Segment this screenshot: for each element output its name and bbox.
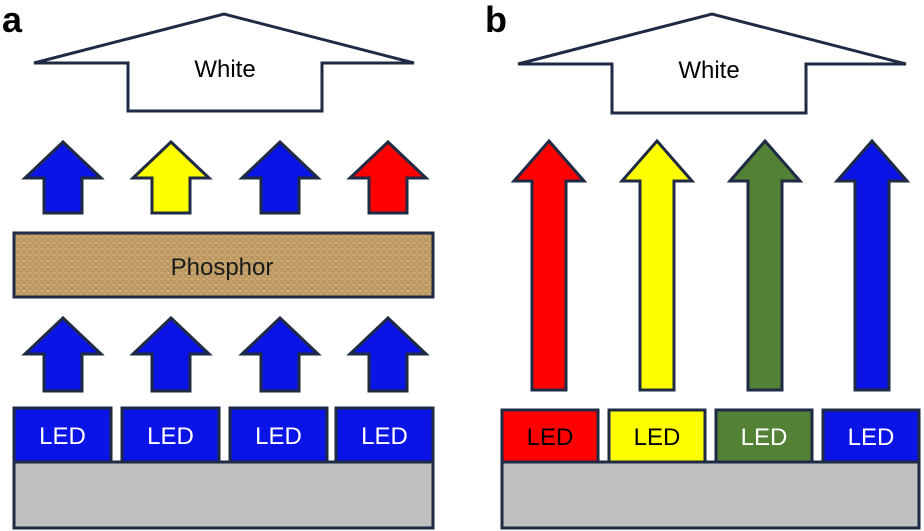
led-chip-body	[120, 406, 221, 464]
led-row-a: LED LED LED LED	[12, 406, 435, 464]
led-row-b: LED LED LED LED	[500, 408, 921, 464]
colored-arrow-1	[510, 138, 588, 392]
phosphor-layer: Phosphor	[12, 231, 435, 299]
emitted-arrow-3	[238, 139, 322, 215]
led-label: LED	[147, 423, 194, 450]
emitted-arrows-row	[21, 139, 430, 215]
led-chip-body	[714, 408, 814, 464]
white-output-arrow-b: White	[517, 12, 907, 115]
pump-arrow-3	[238, 315, 322, 393]
led-label: LED	[848, 424, 895, 451]
pump-arrows-row	[21, 315, 430, 393]
white-output-label-a: White	[194, 56, 255, 83]
led-label: LED	[741, 424, 788, 451]
colored-arrows-row	[510, 138, 911, 392]
led-chip-body	[334, 406, 435, 464]
pump-arrow-2	[129, 315, 213, 393]
emitted-arrow-1	[21, 139, 105, 215]
led-chip-a-4: LED	[334, 406, 435, 464]
colored-arrow-4	[833, 138, 911, 392]
emitted-arrow-4	[346, 139, 430, 215]
led-chip-b-3: LED	[714, 408, 814, 464]
pump-arrow-4	[346, 315, 430, 393]
led-chip-b-2: LED	[607, 408, 707, 464]
led-chip-body	[12, 406, 113, 464]
panel-b: b White LED LED LED LED	[485, 0, 921, 530]
panel-b-label: b	[485, 0, 507, 40]
led-chip-b-4: LED	[821, 408, 921, 464]
colored-arrow-3	[726, 138, 804, 392]
colored-arrow-2	[618, 138, 696, 392]
led-chip-body	[607, 408, 707, 464]
led-label: LED	[39, 423, 86, 450]
led-chip-a-2: LED	[120, 406, 221, 464]
panel-a-label: a	[2, 0, 23, 40]
led-label: LED	[527, 424, 574, 451]
led-chip-a-3: LED	[228, 406, 329, 464]
led-chip-b-1: LED	[500, 408, 600, 464]
led-chip-body	[821, 408, 921, 464]
phosphor-label: Phosphor	[171, 254, 274, 281]
emitted-arrow-2	[129, 139, 213, 215]
led-label: LED	[255, 423, 302, 450]
led-chip-body	[228, 406, 329, 464]
substrate-b	[500, 460, 921, 530]
white-output-arrow-a: White	[33, 12, 415, 113]
led-label: LED	[361, 423, 408, 450]
pump-arrow-1	[21, 315, 105, 393]
white-output-label-b: White	[678, 57, 739, 84]
substrate-a	[12, 460, 435, 530]
led-label: LED	[634, 424, 681, 451]
panel-a: a White Phosphor LED LED LED LED	[2, 0, 435, 530]
led-chip-a-1: LED	[12, 406, 113, 464]
